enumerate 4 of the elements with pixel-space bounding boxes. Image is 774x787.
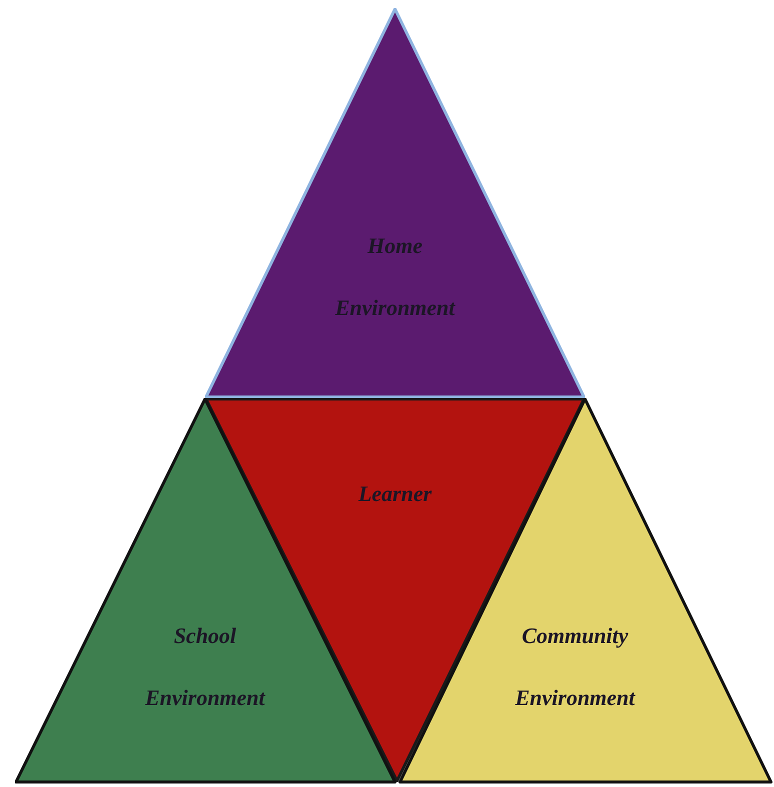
triangle-label: Community Environment (514, 622, 636, 712)
triangle-label: Home Environment (334, 232, 456, 322)
triangle-label: Learner (357, 480, 433, 508)
triangle-label: School Environment (144, 622, 266, 712)
